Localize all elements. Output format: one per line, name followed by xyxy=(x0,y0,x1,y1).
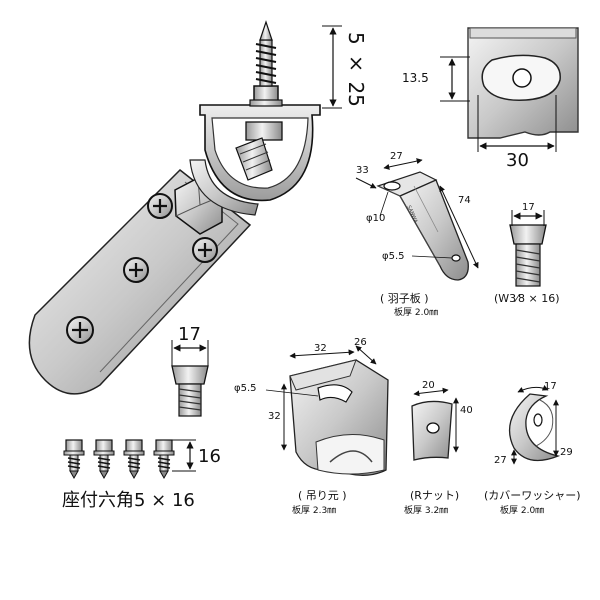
dim-tsurimoto-hole: φ5.5 xyxy=(234,383,257,394)
screw-set xyxy=(63,439,175,480)
dim-bolt-17: 17 xyxy=(522,202,535,213)
dim-hex-nut xyxy=(171,340,209,366)
washer-name: (カバーワッシャー) xyxy=(484,489,581,502)
bolt-part xyxy=(509,224,547,287)
dim-screw-set xyxy=(172,439,196,472)
dim-haneko-hole-big: φ10 xyxy=(366,213,386,224)
dim-washer-27: 27 xyxy=(494,455,507,466)
main-screw xyxy=(249,20,283,107)
dim-tsurimoto-26: 26 xyxy=(354,337,367,348)
rnut-name: (Rナット) xyxy=(410,489,460,502)
dim-haneko-33: 33 xyxy=(356,165,369,176)
dim-haneko xyxy=(355,158,479,269)
arm-screws xyxy=(66,193,218,344)
dim-tsurimoto-32-top: 32 xyxy=(314,343,327,354)
tsurimoto-thickness: 板厚 2.3㎜ xyxy=(292,506,337,516)
dim-rnut-20: 20 xyxy=(422,380,435,391)
dim-tsurimoto xyxy=(265,345,377,451)
hex-nut-part xyxy=(171,365,209,417)
dim-screw-length xyxy=(322,25,342,109)
dim-screw-set-16: 16 xyxy=(198,446,221,467)
dim-r-nut xyxy=(413,387,459,453)
rnut-thickness: 板厚 3.2㎜ xyxy=(404,506,449,516)
haneko-name: ( 羽子板 ) xyxy=(380,292,429,305)
haneko-plate xyxy=(376,171,469,281)
dim-cover-washer xyxy=(511,385,559,465)
bolt-name: (W3⁄8 × 16) xyxy=(494,292,560,305)
dim-washer-29: 29 xyxy=(560,447,573,458)
dim-cap-width: 30 xyxy=(506,150,529,171)
screw-set-name: 座付六角5 × 16 xyxy=(62,490,195,511)
dim-bolt xyxy=(511,210,545,226)
hanging-bracket xyxy=(189,104,321,216)
dim-cap xyxy=(440,56,557,152)
dim-tsurimoto-32-side: 32 xyxy=(268,411,281,422)
dim-screw-main: 5 × 25 xyxy=(344,32,368,107)
dim-washer-17: 17 xyxy=(544,381,557,392)
dim-haneko-74: 74 xyxy=(458,195,471,206)
tsurimoto-name: ( 吊り元 ) xyxy=(298,489,347,502)
dim-nut-17: 17 xyxy=(178,324,201,345)
cap-plate xyxy=(467,27,579,139)
dim-haneko-hole-small: φ5.5 xyxy=(382,251,405,262)
dim-haneko-27: 27 xyxy=(390,151,403,162)
haneko-thickness: 板厚 2.0㎜ xyxy=(394,308,439,318)
dim-cap-height: 13.5 xyxy=(402,71,429,85)
cover-washer-part xyxy=(508,393,561,462)
dim-rnut-40: 40 xyxy=(460,405,473,416)
washer-thickness: 板厚 2.0㎜ xyxy=(500,506,545,516)
tsurimoto-part xyxy=(289,359,389,476)
r-nut-part xyxy=(411,400,453,461)
